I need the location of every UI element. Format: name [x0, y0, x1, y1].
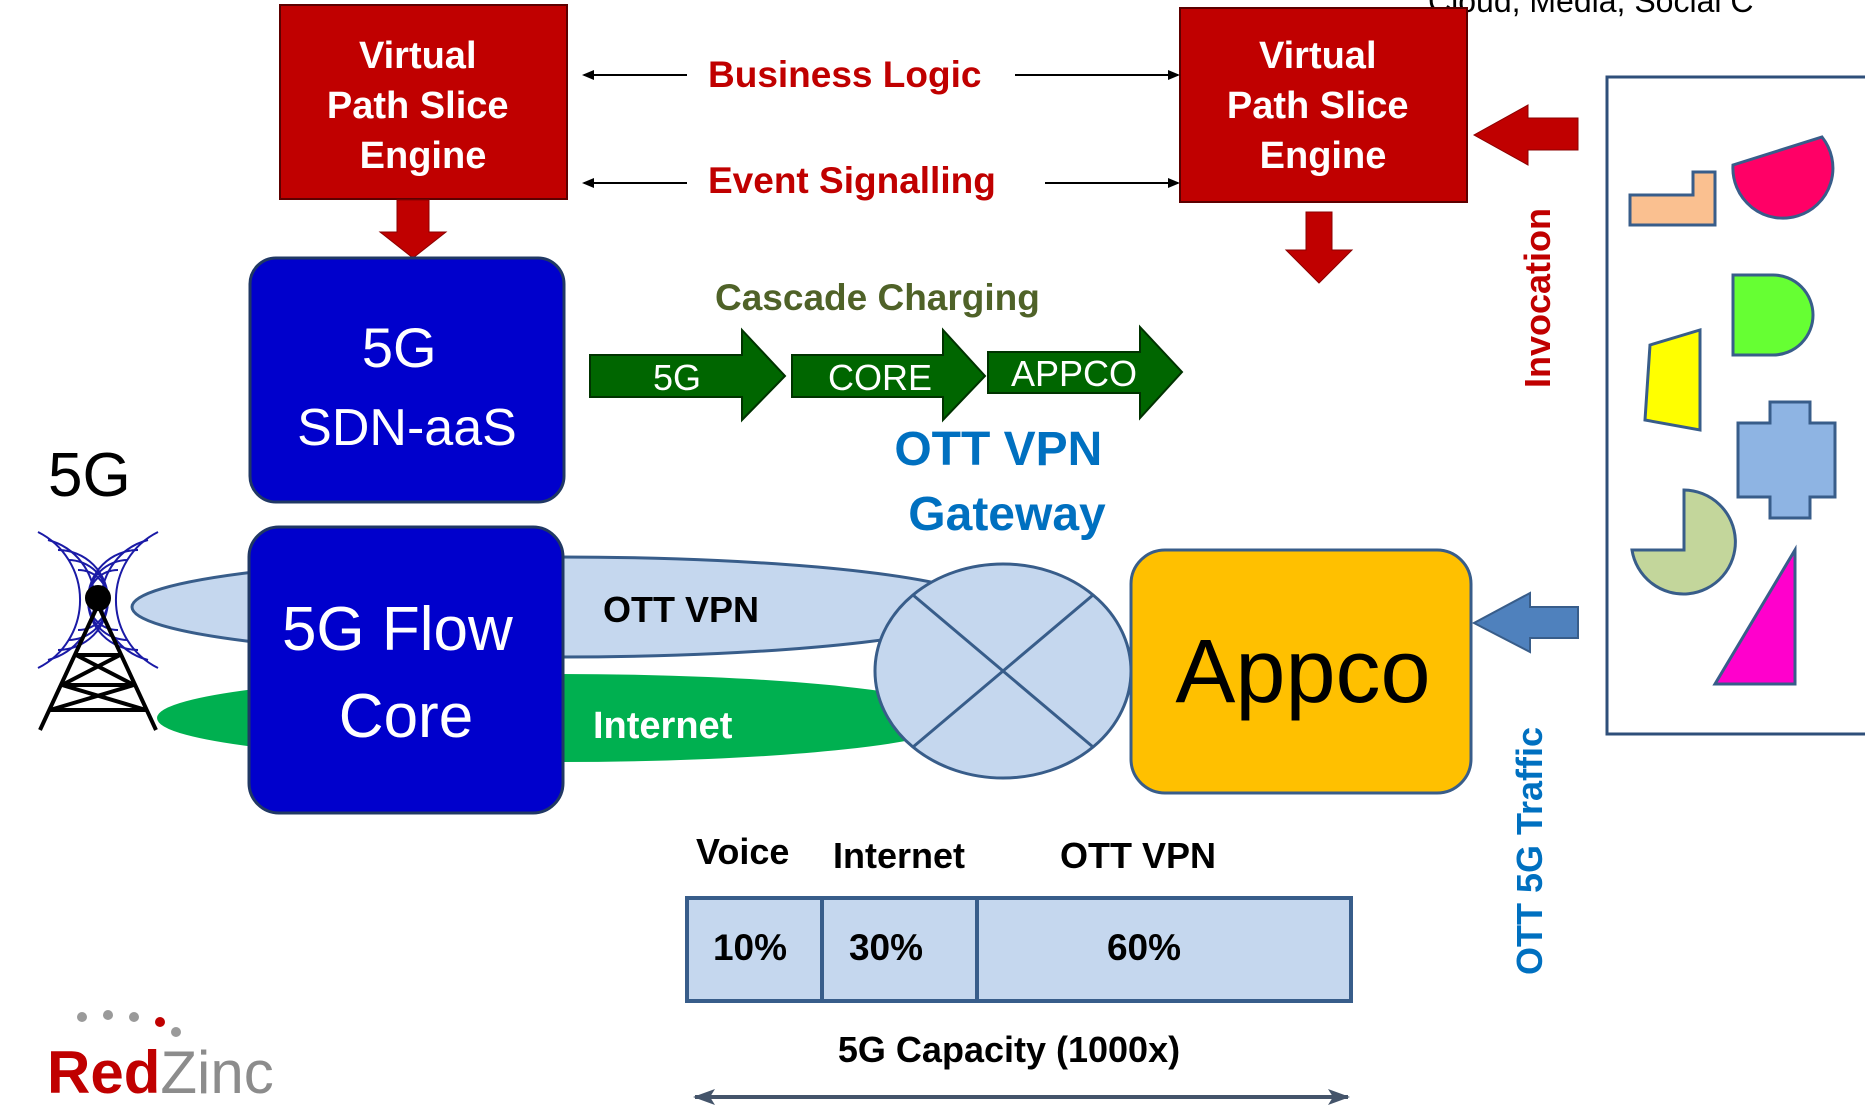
engine-right-down-arrow — [1284, 211, 1354, 284]
pacman-shape — [1630, 488, 1737, 596]
internet-tunnel-label: Internet — [593, 705, 733, 747]
yellow-trapezoid — [1643, 327, 1702, 432]
redzinc-logo: RedZinc — [47, 1010, 274, 1106]
magenta-half-disc — [1731, 135, 1835, 220]
header-cutoff-text: Cloud, Media, Social C — [1428, 0, 1753, 19]
appco-box: Appco — [1129, 548, 1473, 795]
pink-triangle — [1712, 544, 1797, 686]
gateway-line-2: Gateway — [908, 488, 1106, 541]
engine-left-line-3: Engine — [360, 135, 487, 177]
logo-red: Red — [47, 1039, 160, 1106]
capacity-header-ott-vpn: OTT VPN — [1060, 835, 1216, 876]
capacity-header-internet: Internet — [833, 835, 965, 876]
flow-core-line-2: Core — [339, 682, 473, 751]
engine-left-down-arrow — [378, 199, 448, 259]
capacity-value-voice: 10% — [713, 927, 787, 968]
engine-right-line-1: Virtual — [1259, 35, 1377, 77]
svg-text:5G SDN-aaS: 5G SDN-aaS — [297, 316, 517, 457]
ott-traffic-arrow — [1471, 591, 1579, 654]
capacity-value-internet: 30% — [849, 927, 923, 968]
cascade-5g-label: 5G — [653, 357, 701, 398]
cascade-arrow-core: CORE — [791, 327, 987, 423]
virtual-path-slice-engine-left: Virtual Path Slice Engine — [279, 4, 568, 200]
engine-left-line-1: Virtual — [359, 35, 477, 77]
cascade-core-label: CORE — [828, 357, 932, 398]
cascade-charging-label: Cascade Charging — [715, 277, 1040, 318]
app-shapes-panel — [1605, 75, 1865, 736]
gateway-line-1: OTT VPN — [894, 423, 1102, 476]
svg-text:Virtual Path Slice: Virtual Path Slice Engine — [327, 35, 519, 177]
blue-cross — [1736, 400, 1837, 520]
capacity-value-ott-vpn: 60% — [1107, 927, 1181, 968]
capacity-table: Voice Internet OTT VPN 10% 30% 60% 5G Ca… — [685, 831, 1353, 1105]
appco-label: Appco — [1175, 622, 1430, 722]
event-signalling-label: Event Signalling — [708, 160, 996, 201]
ott-traffic-label: OTT 5G Traffic — [1509, 727, 1550, 975]
svg-text:5G Flow Core: 5G Flow Core — [282, 595, 530, 751]
gateway-crossed-circle-icon — [873, 562, 1133, 780]
invocation-label: Invocation — [1517, 208, 1558, 388]
cascade-arrow-5g: 5G — [589, 327, 787, 423]
gateway-label: OTT VPN Gateway — [894, 423, 1115, 541]
green-d-shape — [1731, 273, 1815, 357]
business-logic-label: Business Logic — [708, 54, 981, 95]
radio-5g-label: 5G — [48, 441, 131, 510]
ott-vpn-tunnel-label: OTT VPN — [603, 589, 759, 630]
cascade-appco-label: APPCO — [1011, 353, 1137, 394]
capacity-caption: 5G Capacity (1000x) — [838, 1029, 1180, 1070]
sdn-line-2: SDN-aaS — [297, 399, 517, 457]
svg-text:Virtual Path Slice: Virtual Path Slice Engine — [1227, 35, 1419, 177]
engine-left-line-2: Path Slice — [327, 85, 509, 127]
engine-right-line-2: Path Slice — [1227, 85, 1409, 127]
flow-core-line-1: 5G Flow — [282, 595, 513, 664]
invocation-arrow — [1472, 104, 1579, 166]
logo-grey: Zinc — [160, 1039, 273, 1106]
tower-mast — [38, 585, 158, 731]
virtual-path-slice-engine-right: Virtual Path Slice Engine — [1179, 7, 1468, 203]
flow-core-box: 5G Flow Core — [247, 525, 565, 815]
engine-right-line-3: Engine — [1260, 135, 1387, 177]
sdn-aas-box: 5G SDN-aaS — [248, 256, 566, 504]
cascade-arrow-appco: APPCO — [987, 324, 1184, 421]
capacity-header-voice: Voice — [696, 831, 789, 872]
svg-text:RedZinc: RedZinc — [47, 1039, 274, 1106]
sdn-line-1: 5G — [362, 316, 437, 379]
